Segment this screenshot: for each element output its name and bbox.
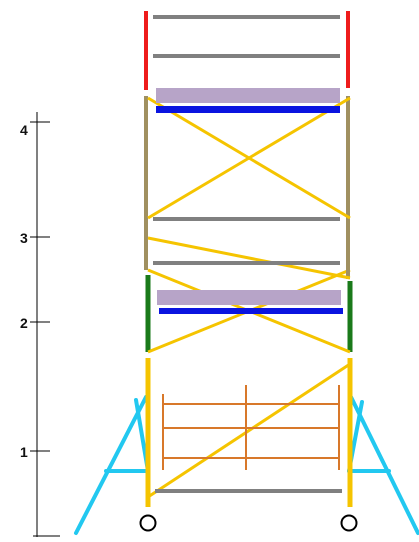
level-label-2: 2 bbox=[20, 315, 28, 331]
base-frame-brace bbox=[147, 362, 351, 499]
casters bbox=[139, 514, 358, 532]
upper-frame-brace-c bbox=[147, 236, 351, 280]
upper-frame bbox=[144, 88, 351, 280]
lower-platform-edge bbox=[159, 308, 343, 314]
upper-platform-board bbox=[156, 88, 340, 103]
caster-right bbox=[340, 514, 358, 532]
outrigger-right bbox=[347, 395, 419, 535]
height-scale bbox=[30, 112, 60, 537]
level-label-4: 4 bbox=[20, 122, 28, 138]
level-label-3: 3 bbox=[20, 230, 28, 246]
upper-platform-edge bbox=[156, 106, 340, 113]
base-frame bbox=[145, 358, 353, 507]
lower-platform-board bbox=[157, 290, 341, 305]
outrigger-left bbox=[74, 395, 150, 535]
level-label-1: 1 bbox=[20, 444, 28, 460]
upper-frame-brace-b bbox=[147, 96, 351, 220]
caster-left bbox=[139, 514, 157, 532]
middle-frame bbox=[145, 268, 353, 354]
internal-ladder bbox=[162, 385, 340, 470]
guardrail bbox=[144, 11, 350, 90]
